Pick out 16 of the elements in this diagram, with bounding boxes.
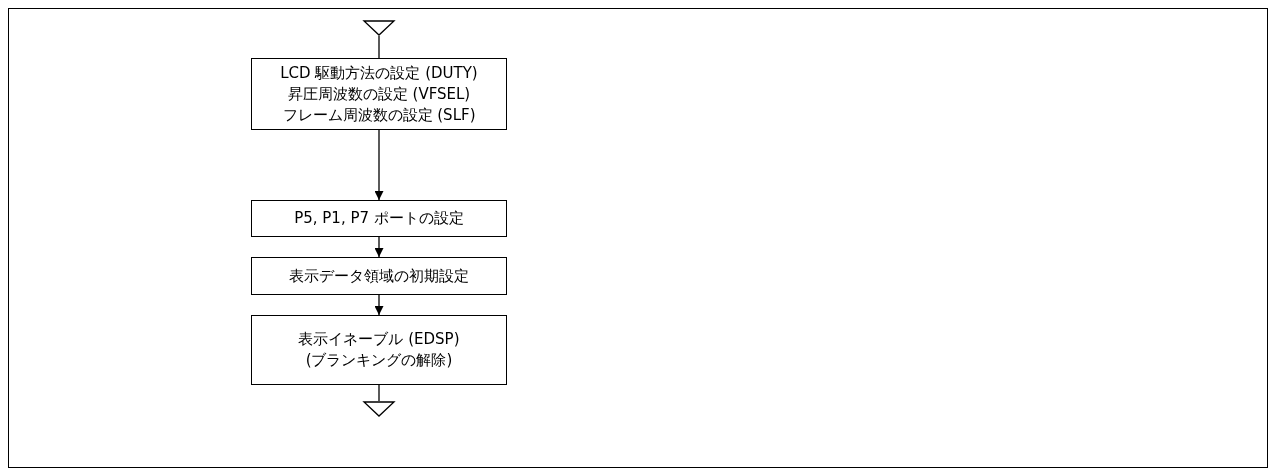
step-text: (ブランキングの解除) — [305, 350, 453, 371]
step-text: LCD 駆動方法の設定 (DUTY) — [280, 62, 478, 84]
step-text: 表示データ領域の初期設定 — [289, 265, 469, 287]
process-box — [251, 257, 507, 295]
process-box — [251, 315, 507, 385]
triangle-symbol — [363, 20, 395, 36]
process-box — [251, 58, 507, 130]
arrow — [374, 129, 384, 201]
step-text: 昇圧周波数の設定 (VFSEL) — [287, 83, 471, 105]
triangle-symbol — [363, 401, 395, 417]
arrow — [374, 236, 384, 258]
process-box — [251, 200, 507, 237]
arrow — [374, 294, 384, 316]
step-text: P5, P1, P7 ポートの設定 — [294, 208, 464, 229]
step-text: 表示イネーブル (EDSP) — [298, 329, 460, 350]
step-text: フレーム周波数の設定 (SLF) — [282, 104, 476, 126]
